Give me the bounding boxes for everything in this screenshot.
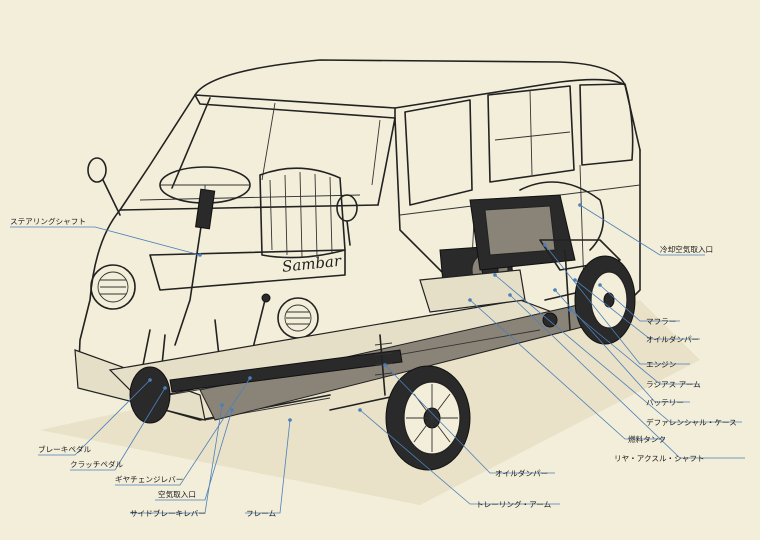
van-body: Sambar (74, 59, 641, 421)
label-muffler: マフラー (646, 317, 676, 326)
callout-labels: ステアリングシャフト 冷却空気取入口 マフラー オイルダンパー エンジン ラジア… (10, 216, 737, 518)
label-cooling-air-intake: 冷却空気取入口 (660, 244, 713, 254)
ground-shadow (40, 300, 700, 505)
label-frame: フレーム (246, 509, 277, 518)
label-engine: エンジン (646, 360, 676, 369)
label-brake-pedal: ブレーキペダル (38, 444, 92, 454)
label-rear-axle-shaft: リヤ・アクスル・シャフト (614, 454, 705, 463)
label-steering-shaft: ステアリングシャフト (10, 216, 86, 226)
label-gear-change-lever: ギヤチェンジレバー (115, 475, 183, 484)
label-oil-damper-front: オイルダンパー (495, 468, 548, 478)
label-side-brake-lever: サイドブレーキレバー (130, 508, 206, 518)
label-air-intake: 空気取入口 (158, 489, 196, 499)
label-battery: バッテリー (646, 398, 684, 407)
label-radius-arm: ラジアス アーム (646, 380, 701, 389)
front-left-wheel (129, 366, 171, 424)
front-wheel (385, 365, 471, 471)
rear-wheel (574, 255, 636, 345)
sambar-badge: Sambar (281, 252, 343, 276)
label-differential-case: デファレンシャル・ケース (646, 417, 737, 427)
label-fuel-tank: 燃料タンク (628, 434, 666, 444)
leader-lines (10, 203, 745, 514)
label-clutch-pedal: クラッチペダル (70, 459, 124, 469)
label-trailing-arm: トレーリング・アーム (476, 499, 552, 509)
label-oil-damper-rear: オイルダンパー (646, 334, 699, 344)
